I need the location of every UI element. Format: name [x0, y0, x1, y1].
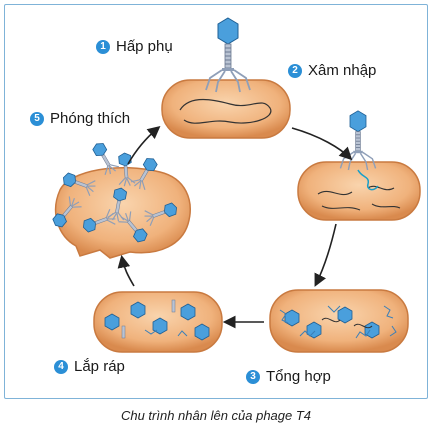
stage-4-text: Lắp ráp — [74, 358, 125, 375]
arrow-5-to-1 — [127, 125, 161, 165]
stage4-cell — [93, 291, 223, 353]
stage-1-badge: 1 — [96, 39, 110, 54]
stage-5-badge: 5 — [30, 111, 44, 126]
cycle-arrows — [117, 125, 353, 329]
stage-3-label: 3 Tổng hợp — [246, 368, 331, 385]
stage2-phage — [339, 110, 377, 171]
stage-4-label: 4 Lắp ráp — [54, 358, 125, 375]
stage-3-text: Tổng hợp — [266, 368, 331, 385]
stage2-cell — [297, 110, 421, 221]
stage-2-badge: 2 — [288, 63, 302, 78]
stage-1-text: Hấp phụ — [116, 38, 173, 55]
stage-2-label: 2 Xâm nhập — [288, 62, 376, 79]
arrow-4-to-5 — [117, 254, 135, 287]
stage5-cell — [48, 139, 191, 259]
arrow-2-to-3 — [314, 223, 337, 287]
stage-2-text: Xâm nhập — [308, 62, 377, 79]
stage-4-badge: 4 — [54, 359, 68, 374]
arrow-1-to-2 — [291, 127, 353, 161]
stage3-cell — [269, 289, 409, 353]
stage-5-label: 5 Phóng thích — [30, 110, 130, 127]
stage-1-label: 1 Hấp phụ — [96, 38, 173, 55]
stage1-cell — [161, 17, 291, 139]
stage-5-text: Phóng thích — [50, 110, 131, 127]
figure-caption: Chu trình nhân lên của phage T4 — [120, 408, 312, 423]
stage-3-badge: 3 — [246, 369, 260, 384]
